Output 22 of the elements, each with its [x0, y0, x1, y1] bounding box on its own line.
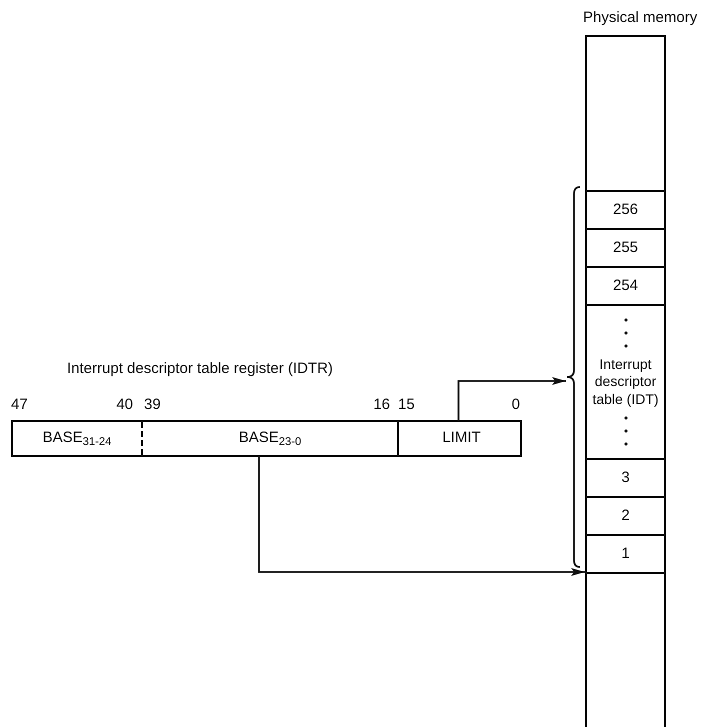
entry-number: 3 [621, 468, 630, 488]
curly-brace [566, 186, 582, 568]
bit-number: 47 [11, 395, 29, 415]
entry-number: 2 [621, 506, 630, 526]
register-title: Interrupt descriptor table register (IDTR) [67, 359, 333, 379]
table-entry [585, 534, 666, 574]
arrow [458, 377, 566, 420]
bit-number: 15 [398, 395, 416, 415]
entry-number: 256 [612, 200, 638, 220]
memory-heading: Physical memory [583, 8, 698, 28]
bit-number: 0 [510, 395, 520, 415]
bit-number: 39 [144, 395, 162, 415]
table-label: Interrupt descriptor table (IDT) [591, 356, 660, 408]
field-label: BASE$_{23-0}$ [238, 428, 302, 450]
entry-number: 1 [621, 544, 630, 564]
arrow [258, 457, 585, 576]
field-label: LIMIT [442, 428, 481, 448]
entry-number: 255 [612, 238, 638, 258]
field-label: BASE$_{31-24}$ [42, 428, 112, 450]
bit-number: 16 [372, 395, 390, 415]
bit-number: 40 [115, 395, 133, 415]
entry-number: 254 [612, 276, 638, 296]
